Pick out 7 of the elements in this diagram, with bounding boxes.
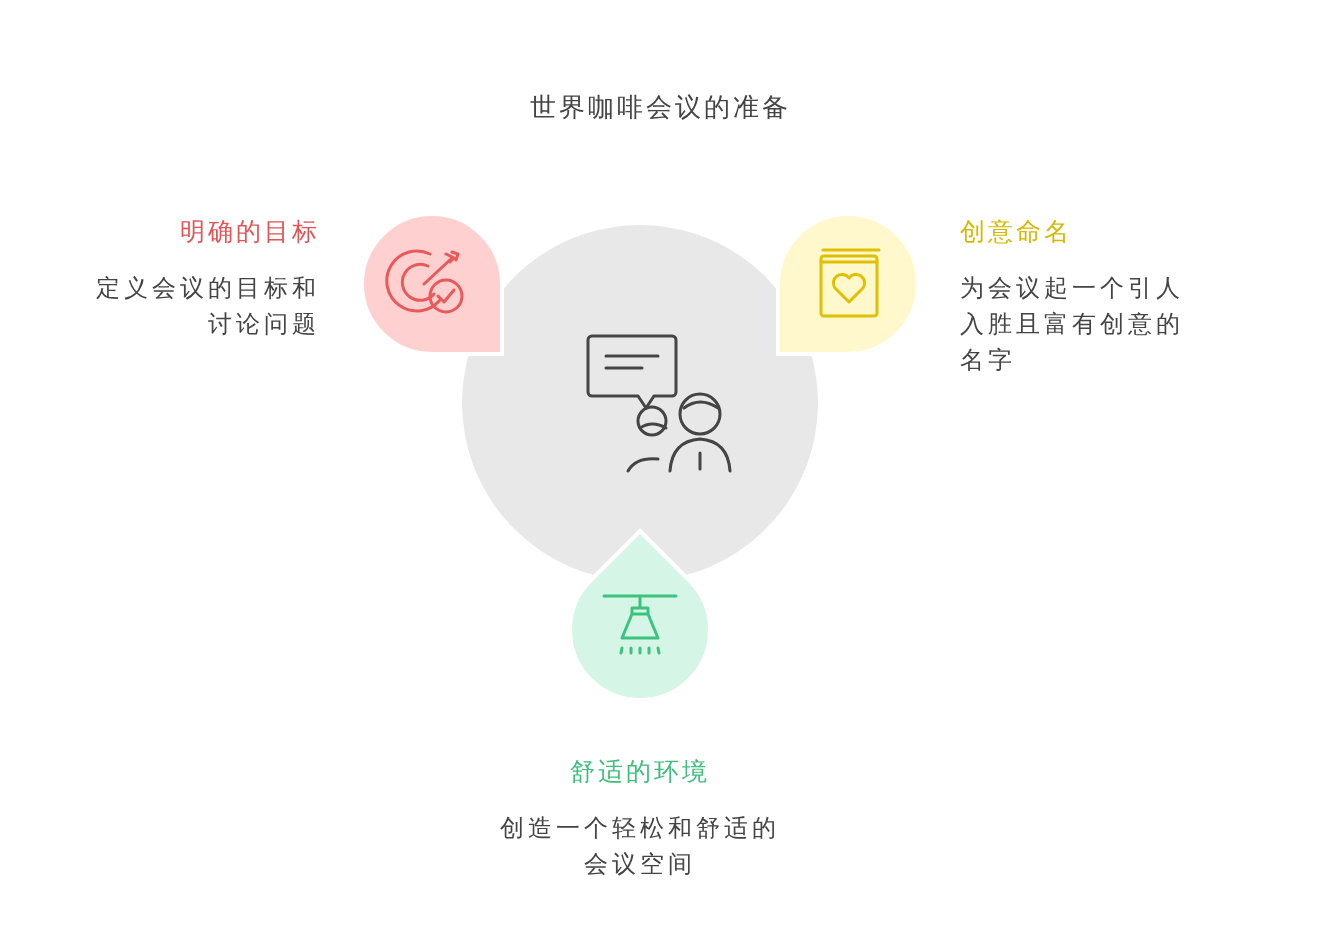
diagram-title: 世界咖啡会议的准备: [528, 91, 792, 124]
step-heading: 舒适的环境: [569, 756, 711, 788]
step-description: 为会议起一个引人入胜且富有创意的名字: [960, 273, 1185, 376]
step-heading: 创意命名: [960, 216, 1073, 248]
step-description: 定义会议的目标和讨论问题: [95, 273, 320, 340]
step-heading: 明确的目标: [179, 216, 320, 248]
step-description: 创造一个轻松和舒适的会议空间: [500, 813, 780, 880]
